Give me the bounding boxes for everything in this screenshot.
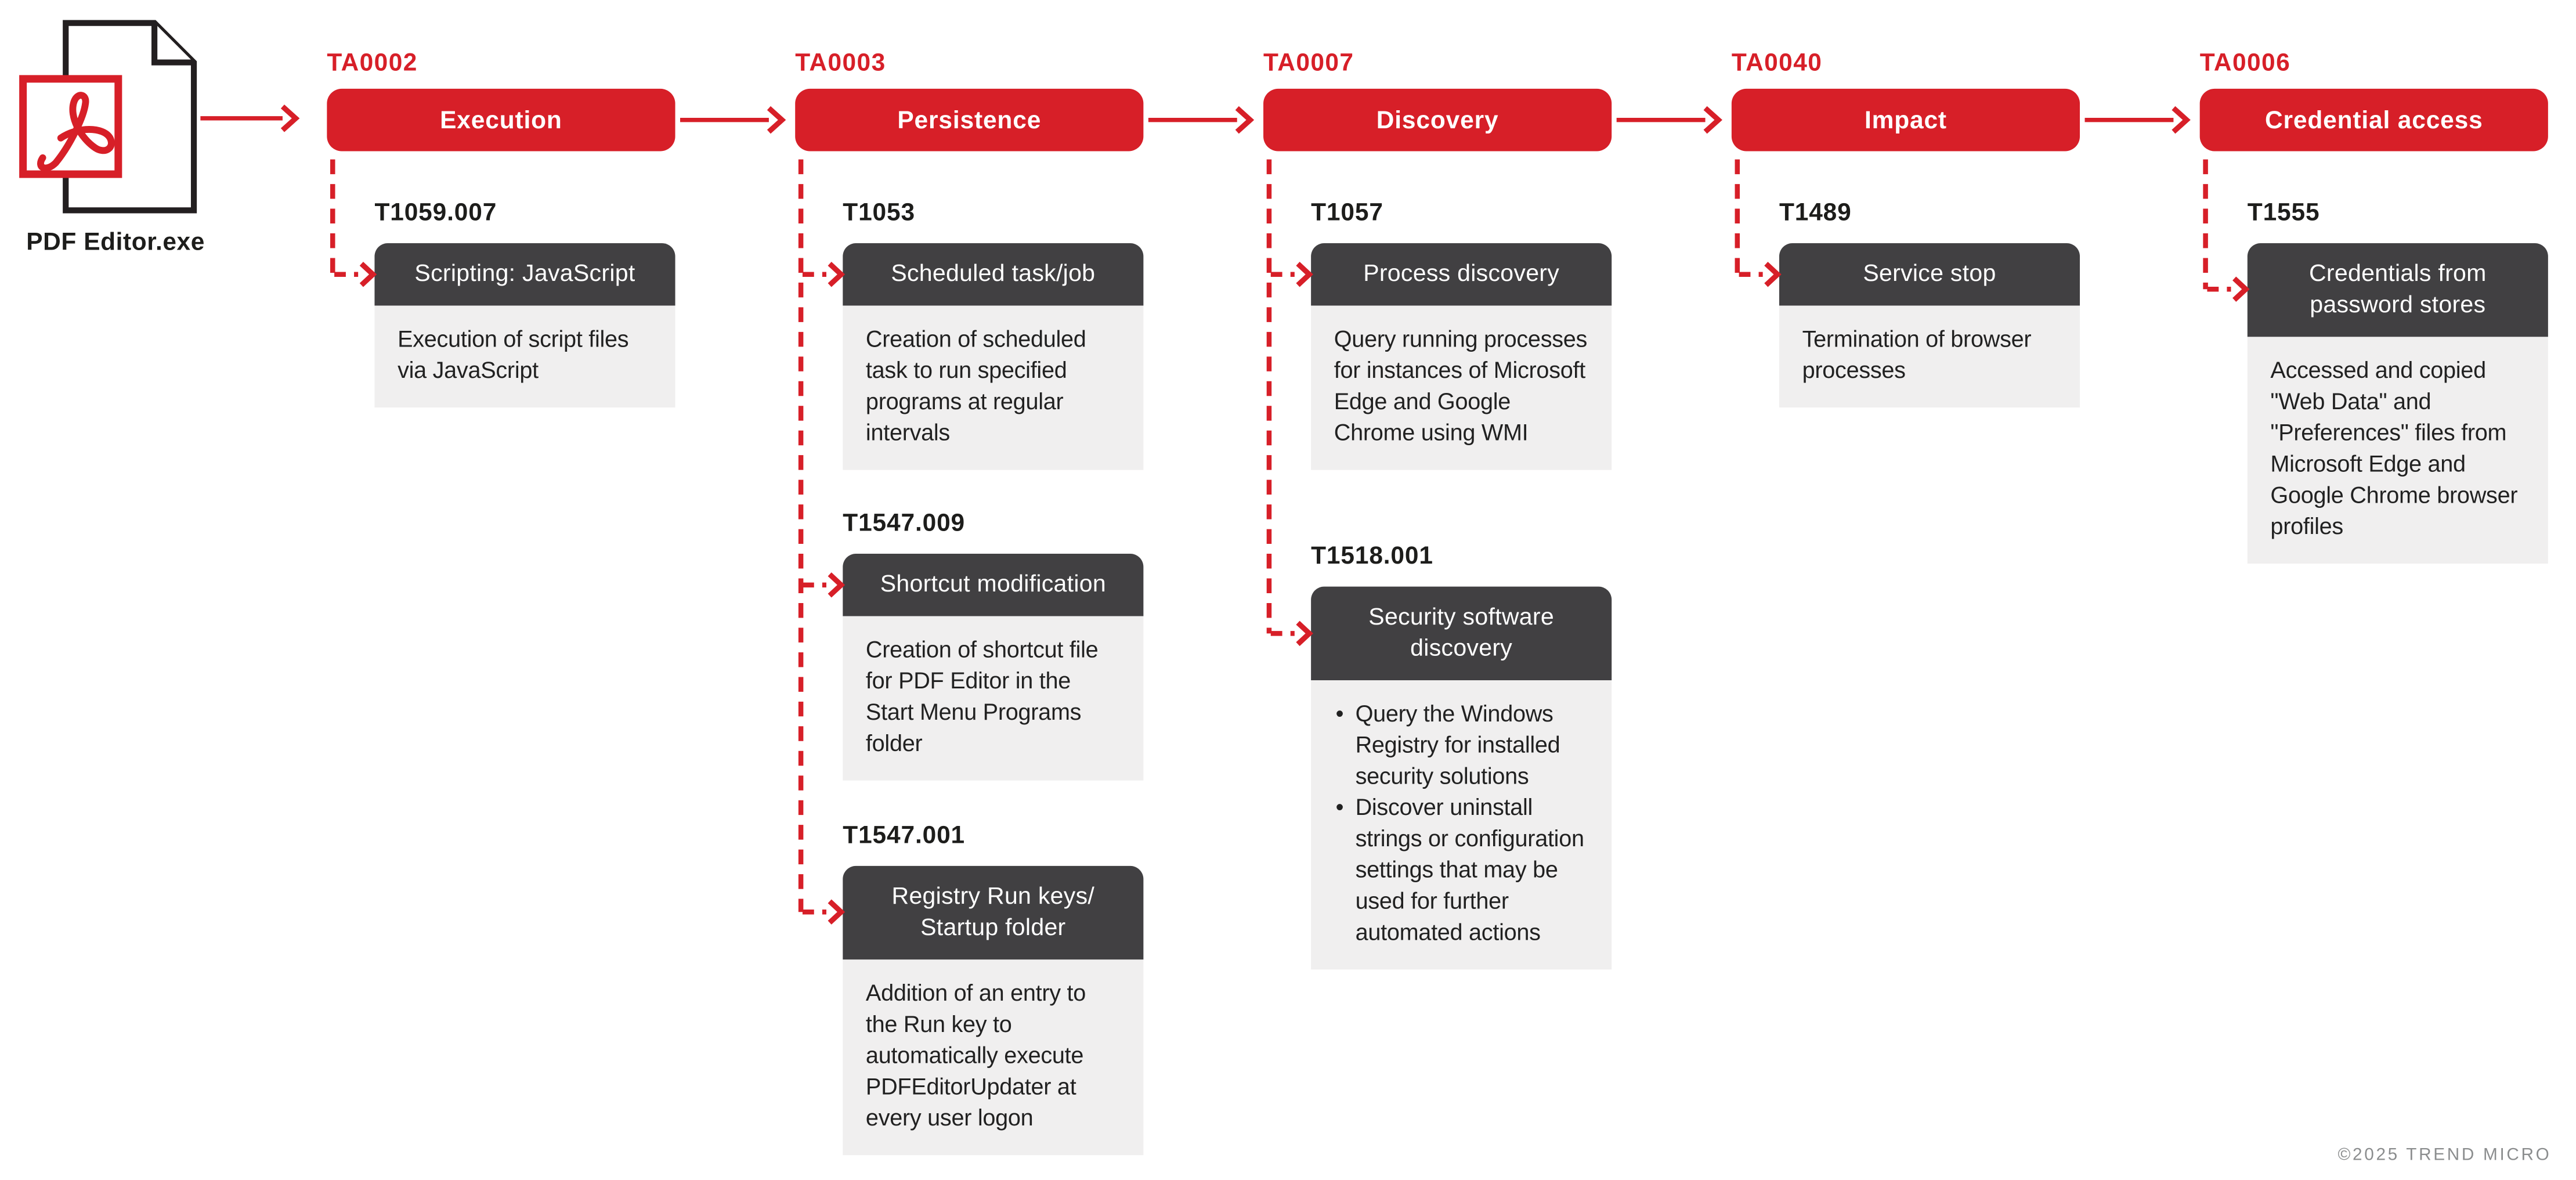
dashed-connector-discovery	[1266, 159, 1313, 647]
tactic-box-execution: Execution	[327, 88, 675, 151]
technique-description: Creation of shortcut file for PDF Editor…	[843, 616, 1144, 781]
flow-arrow-execution-to-persistence	[680, 106, 786, 134]
dashed-connector-persistence	[798, 159, 846, 925]
dashed-connector-execution	[330, 159, 377, 287]
technique-name: Scripting: JavaScript	[374, 243, 675, 306]
technique-id: T1053	[843, 199, 915, 227]
technique-id: T1518.001	[1311, 542, 1433, 571]
technique-bullet: Query the Windows Registry for installed…	[1334, 698, 1589, 792]
pdf-file-icon	[19, 20, 197, 214]
source-file-label: PDF Editor.exe	[26, 228, 205, 257]
technique-description: Termination of browser processes	[1779, 305, 2080, 408]
technique-name: Credentials from password stores	[2247, 243, 2548, 337]
flow-arrow-discovery-to-impact	[1616, 106, 1722, 134]
technique-name: Shortcut modification	[843, 554, 1144, 616]
technique-description: Accessed and copied "Web Data" and "Pref…	[2247, 337, 2548, 564]
tactic-column-discovery: TA0007 Discovery T1057 Process discovery…	[1263, 49, 1612, 970]
flow-arrow-file-to-execution	[200, 104, 300, 132]
tactic-box-credential-access: Credential access	[2199, 88, 2548, 151]
technique-id: T1547.001	[843, 821, 966, 850]
tactic-column-execution: TA0002 Execution T1059.007 Scripting: Ja…	[327, 49, 675, 408]
technique-id: T1489	[1779, 199, 1852, 227]
technique-t1489: T1489 Service stop Termination of browse…	[1779, 199, 2080, 408]
tactic-id: TA0040	[1731, 49, 1823, 78]
technique-name: Process discovery	[1311, 243, 1612, 306]
acrobat-badge	[19, 75, 122, 178]
document-fold	[151, 23, 194, 66]
technique-description: Query running processes for instances of…	[1311, 305, 1612, 470]
technique-t1053: T1053 Scheduled task/job Creation of sch…	[843, 199, 1144, 470]
tactic-id: TA0007	[1263, 49, 1354, 78]
tactic-box-persistence: Persistence	[795, 88, 1144, 151]
flow-arrow-impact-to-credential-access	[2084, 106, 2191, 134]
technique-description: Addition of an entry to the Run key to a…	[843, 959, 1144, 1156]
technique-name: Service stop	[1779, 243, 2080, 306]
technique-id: T1059.007	[374, 199, 497, 227]
technique-t1059-007: T1059.007 Scripting: JavaScript Executio…	[374, 199, 675, 408]
technique-t1518-001: T1518.001 Security software discovery Qu…	[1311, 542, 1612, 970]
technique-id: T1547.009	[843, 509, 966, 537]
dashed-connector-credential-access	[2203, 159, 2250, 302]
tactic-box-impact: Impact	[1731, 88, 2080, 151]
technique-description: Execution of script files via JavaScript	[374, 305, 675, 408]
tactic-column-persistence: TA0003 Persistence T1053 Scheduled task/…	[795, 49, 1144, 1156]
tactic-id: TA0003	[795, 49, 886, 78]
technique-t1547-009: T1547.009 Shortcut modification Creation…	[843, 509, 1144, 781]
technique-name: Scheduled task/job	[843, 243, 1144, 306]
technique-description: Query the Windows Registry for installed…	[1311, 680, 1612, 970]
technique-description: Creation of scheduled task to run specif…	[843, 305, 1144, 470]
technique-id: T1057	[1311, 199, 1383, 227]
tactic-id: TA0002	[327, 49, 418, 78]
technique-name: Registry Run keys/ Startup folder	[843, 865, 1144, 960]
flow-arrow-persistence-to-discovery	[1148, 106, 1255, 134]
tactic-id: TA0006	[2199, 49, 2291, 78]
tactic-box-discovery: Discovery	[1263, 88, 1612, 151]
acrobat-a-glyph	[37, 92, 115, 172]
technique-id: T1555	[2247, 199, 2320, 227]
tactic-column-impact: TA0040 Impact T1489 Service stop Termina…	[1731, 49, 2080, 408]
technique-t1057: T1057 Process discovery Query running pr…	[1311, 200, 1612, 470]
dashed-connector-impact	[1735, 159, 1782, 287]
technique-name: Security software discovery	[1311, 586, 1612, 681]
technique-t1547-001: T1547.001 Registry Run keys/ Startup fol…	[843, 821, 1144, 1156]
copyright-notice: ©2025 TREND MICRO	[2337, 1145, 2552, 1165]
tactic-column-credential-access: TA0006 Credential access T1555 Credentia…	[2199, 49, 2548, 564]
technique-t1555: T1555 Credentials from password stores A…	[2247, 199, 2548, 564]
technique-bullet: Discover uninstall strings or configurat…	[1334, 792, 1589, 948]
